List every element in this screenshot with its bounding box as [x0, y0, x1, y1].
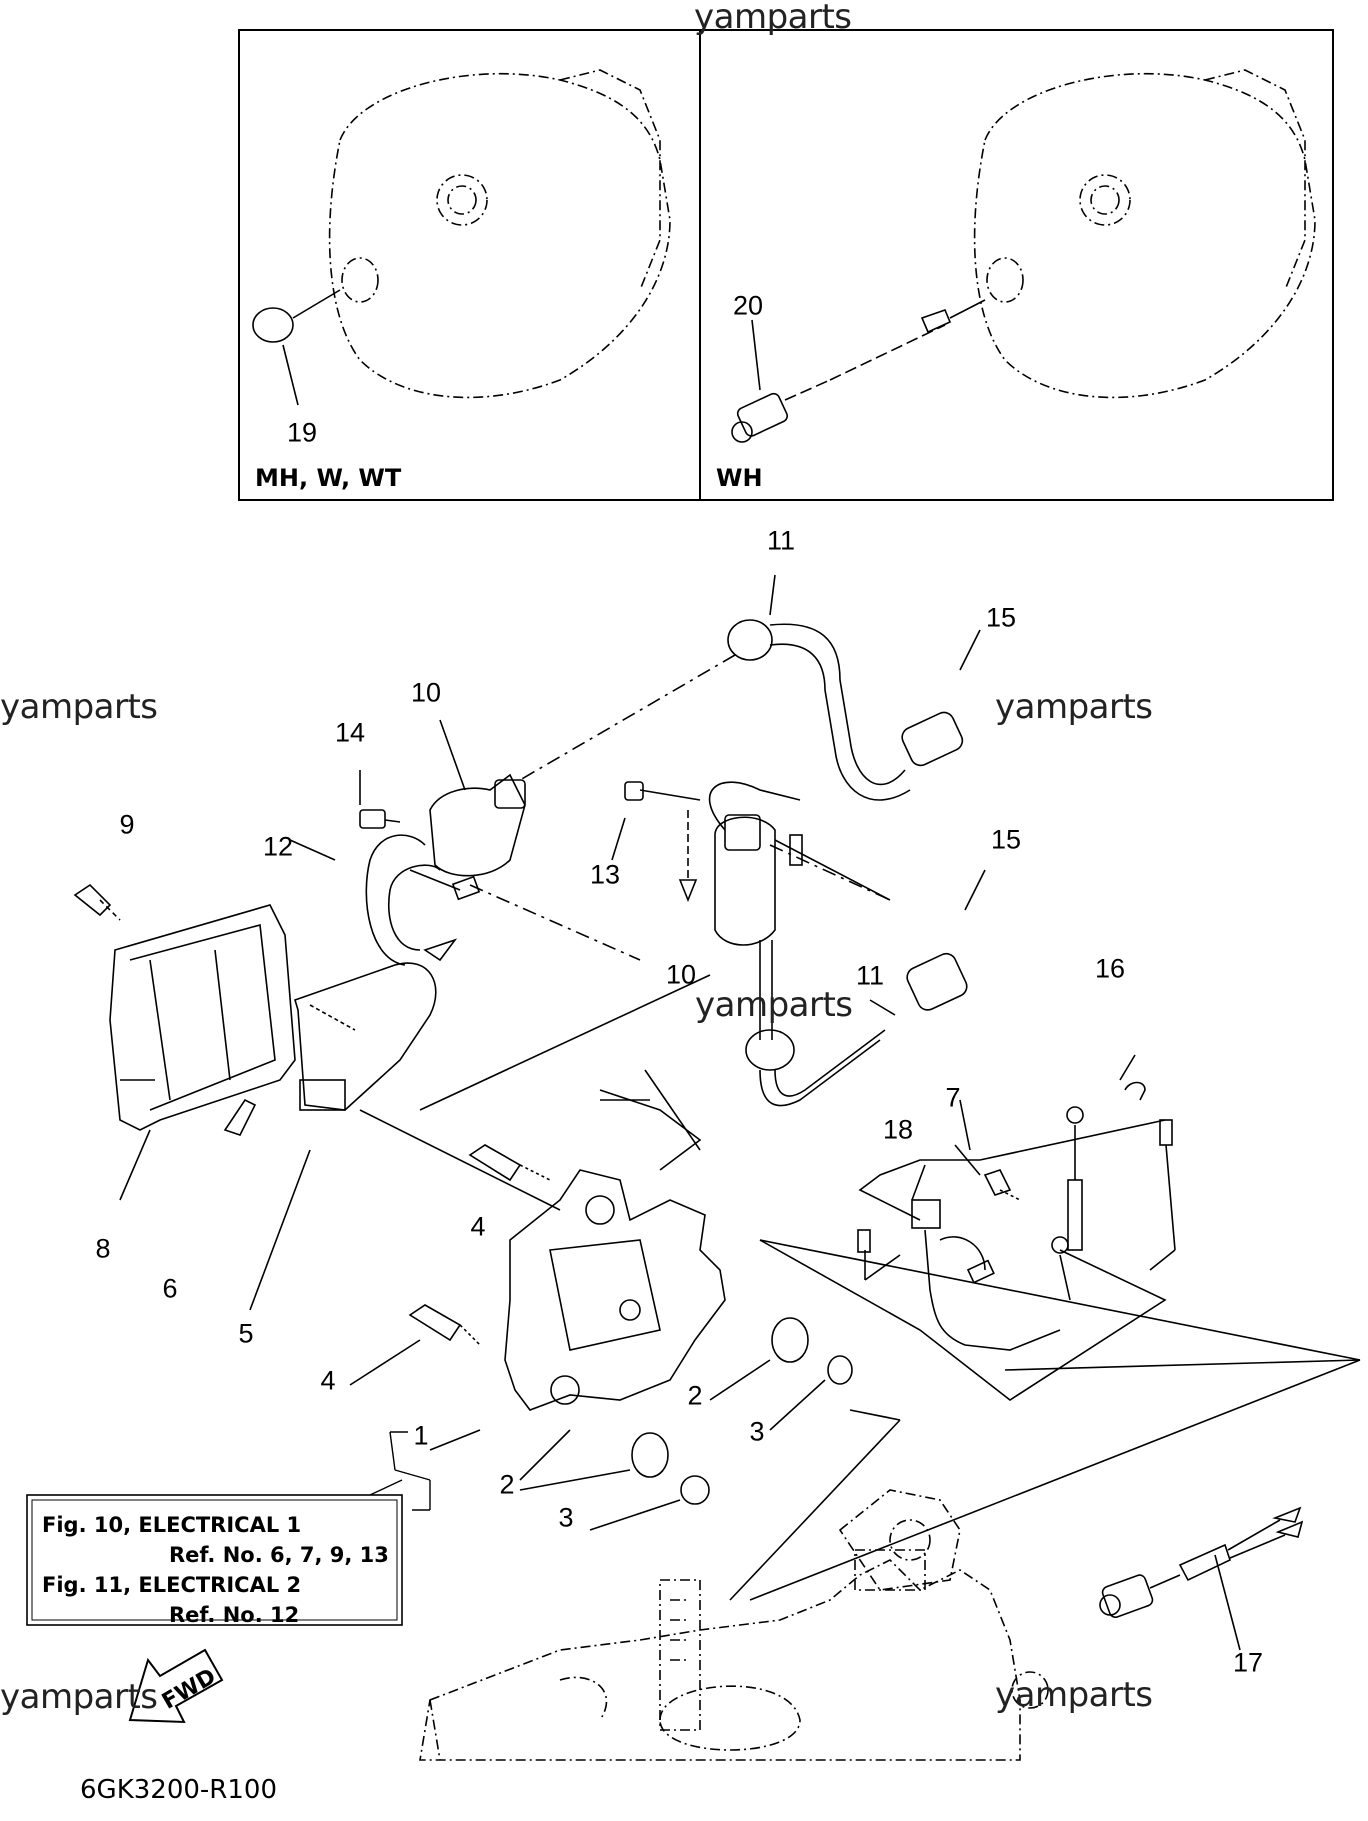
callout-10: 10: [665, 959, 697, 990]
callout-12: 12: [262, 831, 294, 862]
callout-13: 13: [589, 859, 621, 890]
flywheel-cover-left: [328, 69, 671, 399]
collar-3-upper: [769, 1355, 853, 1431]
sensor-17: [1099, 1506, 1304, 1651]
callout-14: 14: [334, 717, 366, 748]
callout-10: 10: [410, 677, 442, 708]
callout-7: 7: [945, 1082, 961, 1113]
callout-19: 19: [286, 417, 318, 448]
watermark: yamparts: [995, 687, 1153, 727]
assembly-guides: [419, 839, 1361, 1601]
callout-15: 15: [990, 824, 1022, 855]
callout-16: 16: [1094, 953, 1126, 984]
variant-label-right: WH: [716, 464, 763, 492]
variant-label-left: MH, W, WT: [255, 464, 402, 492]
watermark: yamparts: [695, 985, 853, 1025]
callout-2: 2: [499, 1469, 515, 1500]
callout-8: 8: [95, 1233, 111, 1264]
diagram-code: 6GK3200-R100: [80, 1775, 277, 1805]
callout-17: 17: [1232, 1647, 1264, 1678]
note-leader: [369, 1431, 431, 1511]
watermark: yamparts: [0, 687, 158, 727]
callout-3: 3: [749, 1416, 765, 1447]
ignition-coil-lower: [611, 781, 891, 1040]
reference-note: Fig. 10, ELECTRICAL 1 Ref. No. 6, 7, 9, …: [42, 1510, 402, 1630]
bolt-4-lower: [349, 1304, 481, 1386]
grommet-2-upper: [709, 1317, 809, 1401]
callout-9: 9: [119, 809, 135, 840]
note-line: Ref. No. 6, 7, 9, 13: [169, 1543, 389, 1567]
callout-4: 4: [320, 1365, 336, 1396]
note-box-inner: [31, 1499, 398, 1621]
ht-cable-lower: [745, 869, 986, 1107]
collar-3-lower: [589, 1475, 710, 1531]
note-line: Fig. 11, ELECTRICAL 2: [42, 1573, 302, 1597]
sensor-20: [731, 299, 986, 443]
note-line: Fig. 10, ELECTRICAL 1: [42, 1513, 302, 1537]
ignition-coil-upper: [289, 719, 641, 966]
watermark: yamparts: [0, 1677, 158, 1717]
cover-8: [73, 883, 296, 1201]
ht-cable-upper: [519, 574, 981, 801]
callout-11: 11: [766, 525, 796, 556]
watermark: yamparts: [694, 0, 852, 37]
inset-frame: [238, 29, 1334, 501]
callout-1: 1: [413, 1420, 429, 1451]
watermark: yamparts: [995, 1675, 1153, 1715]
callout-6: 6: [162, 1273, 178, 1304]
callout-4: 4: [470, 1211, 486, 1242]
callout-15: 15: [985, 602, 1017, 633]
callout-11: 11: [855, 960, 885, 991]
harness-18: [857, 1054, 1176, 1351]
note-box-outer: [26, 1494, 403, 1626]
note-line: Ref. No. 12: [169, 1603, 300, 1627]
bolt-4-upper: [468, 1144, 551, 1182]
callout-18: 18: [882, 1114, 914, 1145]
engine-block: [419, 1489, 1049, 1761]
flywheel-cover-right: [973, 69, 1316, 399]
grommet-2-lower: [519, 1432, 669, 1491]
bracket-1: [429, 1069, 726, 1481]
callout-20: 20: [732, 290, 764, 321]
fwd-arrow-icon: [128, 1648, 224, 1724]
plug-19: [252, 307, 294, 343]
callout-2: 2: [687, 1380, 703, 1411]
callout-3: 3: [558, 1502, 574, 1533]
callout-5: 5: [238, 1318, 254, 1349]
module-5: [223, 962, 561, 1311]
